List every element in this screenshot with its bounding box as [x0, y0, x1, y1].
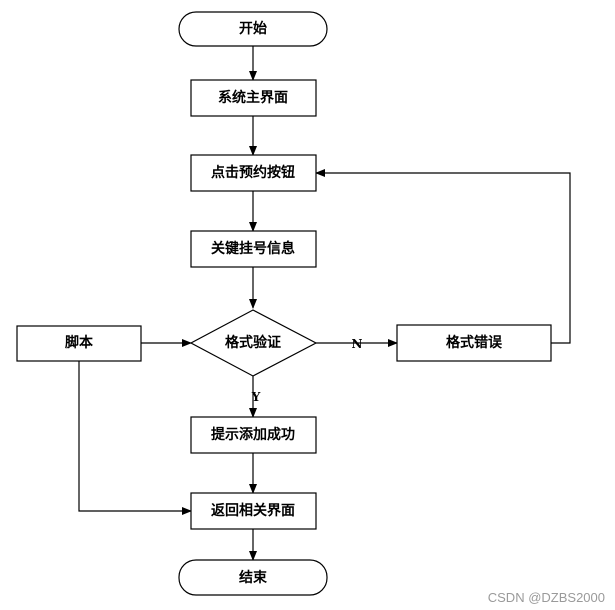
node-validate-label: 格式验证: [225, 334, 281, 351]
edges: [78, 46, 571, 561]
watermark: CSDN @DZBS2000: [487, 590, 605, 605]
node-success: 提示添加成功: [190, 416, 317, 454]
edge-label-no: N: [352, 337, 363, 351]
edge-label-yes: Y: [251, 390, 261, 404]
node-success-label: 提示添加成功: [211, 426, 295, 443]
node-click-book: 点击预约按钮: [190, 154, 317, 192]
node-end-label: 结束: [239, 569, 268, 586]
node-key-info-label: 关键挂号信息: [211, 240, 295, 257]
node-script-label: 脚本: [65, 334, 94, 351]
edge-error-loop-to-click: [315, 169, 571, 344]
node-return: 返回相关界面: [190, 492, 317, 530]
node-start-label: 开始: [239, 20, 267, 37]
node-format-error-label: 格式错误: [446, 334, 503, 351]
node-click-book-label: 点击预约按钮: [211, 164, 295, 181]
node-validate: 格式验证: [189, 309, 318, 377]
node-return-label: 返回相关界面: [211, 502, 295, 519]
node-end: 结束: [178, 559, 328, 596]
node-main-ui: 系统主界面: [190, 79, 317, 117]
node-main-ui-label: 系统主界面: [218, 89, 288, 106]
node-start: 开始: [178, 11, 328, 47]
node-format-error: 格式错误: [396, 324, 552, 362]
edge-script-to-return: [78, 361, 192, 515]
node-key-info: 关键挂号信息: [190, 230, 317, 268]
node-script: 脚本: [16, 325, 142, 362]
